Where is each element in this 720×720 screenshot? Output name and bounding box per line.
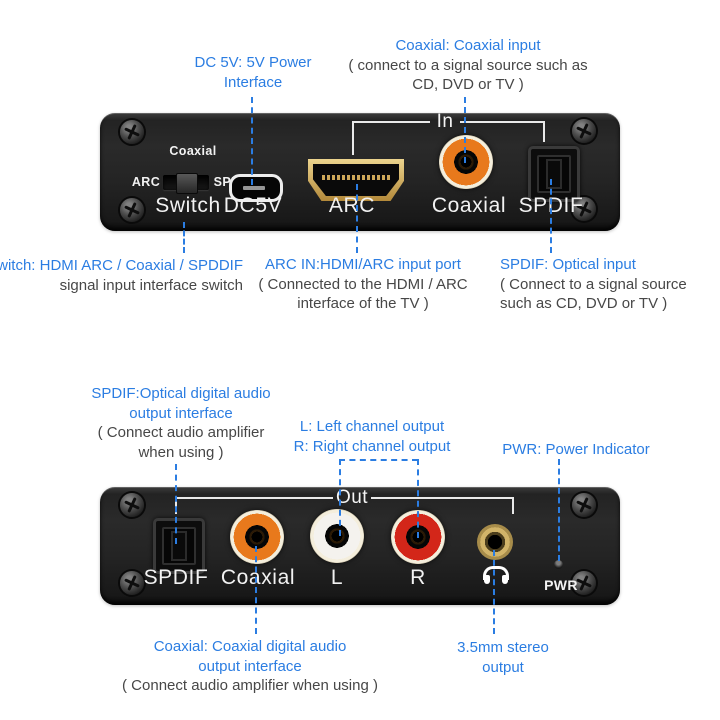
port-label-switch: Switch	[155, 194, 221, 217]
out-group-bracket-drop	[512, 497, 514, 514]
port-label-left: L	[330, 566, 344, 589]
annotation-title: ARC IN:HDMI/ARC input port	[265, 256, 461, 273]
out-group-bracket-line	[371, 497, 512, 499]
micro-usb-power-port	[229, 174, 283, 202]
port-label-pwr: PWR	[544, 577, 578, 593]
leader-left-channel	[339, 459, 341, 536]
out-group-label: Out	[335, 487, 369, 508]
coaxial-input-annotation: Coaxial: Coaxial input ( connect to a si…	[348, 36, 587, 95]
port-label-coaxial-in: Coaxial	[431, 194, 507, 217]
spdif-optical-output-port	[153, 518, 205, 574]
annotation-line: when using )	[138, 443, 224, 461]
spdif-output-annotation: SPDIF:Optical digital audio output inter…	[91, 384, 270, 462]
switch-option-coaxial: Coaxial	[169, 144, 217, 158]
in-group-bracket-line	[460, 121, 543, 123]
port-label-arc: ARC	[328, 194, 376, 217]
annotation-line: ( Connect audio amplifier when using )	[122, 677, 378, 694]
in-group-bracket-drop	[352, 121, 354, 155]
phillips-screw-icon	[572, 493, 596, 517]
hdmi-port-pins	[322, 175, 390, 180]
spdif-optical-input-port	[528, 146, 580, 202]
annotation-title: SPDIF: Optical input	[500, 256, 636, 273]
annotation-title: output interface	[198, 657, 302, 675]
input-select-switch	[163, 173, 209, 194]
annotation-title: output interface	[129, 404, 233, 422]
port-label-dc5v: DC5V	[223, 194, 283, 217]
leader-coaxial-output	[255, 546, 257, 634]
leader-dc5v	[251, 97, 253, 185]
in-group-bracket-drop	[543, 121, 545, 142]
annotation-line: DC 5V: 5V Power	[194, 54, 312, 71]
switch-annotation: Switch: HDMI ARC / Coaxial / SPDDIF sign…	[0, 256, 243, 295]
annotation-line: ( connect to a signal source such as	[348, 56, 588, 74]
stereo-output-annotation: 3.5mm stereo output	[457, 638, 549, 677]
annotation-title: Coaxial: Coaxial input	[395, 37, 541, 54]
switch-option-arc: ARC	[131, 175, 161, 189]
coaxial-input-jack	[439, 135, 493, 189]
port-label-coaxial-out: Coaxial	[220, 566, 296, 589]
switch-knob	[176, 173, 198, 194]
leader-spdif-input	[550, 179, 552, 253]
annotation-line: 3.5mm stereo	[457, 639, 549, 656]
phillips-screw-icon	[120, 493, 144, 517]
annotation-title: Coaxial: Coaxial digital audio	[153, 638, 347, 655]
phillips-screw-icon	[120, 198, 144, 222]
annotation-line: CD, DVD or TV )	[412, 76, 524, 93]
port-label-right: R	[410, 566, 426, 589]
out-group-bracket-line	[175, 497, 333, 499]
annotation-line: R: Right channel output	[293, 437, 451, 455]
dc5v-annotation: DC 5V: 5V Power Interface	[195, 53, 312, 92]
leader-switch	[183, 222, 185, 253]
power-led	[554, 560, 563, 569]
annotation-title: PWR: Power Indicator	[502, 441, 650, 458]
annotation-line: ( Connect to a signal source	[500, 275, 687, 293]
annotation-line: L: Left channel output	[299, 418, 445, 435]
annotation-title: Switch: HDMI ARC / Coaxial / SPDDIF	[0, 257, 243, 274]
annotation-line: such as CD, DVD or TV )	[500, 295, 668, 312]
phillips-screw-icon	[572, 119, 596, 143]
annotation-line: signal input interface switch	[59, 276, 243, 294]
annotation-line: interface of the TV )	[297, 295, 429, 312]
leader-pwr	[558, 459, 560, 561]
arc-input-annotation: ARC IN:HDMI/ARC input port ( Connected t…	[258, 255, 467, 314]
port-label-spdif-out: SPDIF	[143, 566, 209, 589]
leader-stereo-output	[493, 550, 495, 634]
annotation-line: Interface	[223, 73, 283, 91]
phillips-screw-icon	[572, 571, 596, 595]
leader-right-channel	[417, 459, 419, 538]
phillips-screw-icon	[120, 120, 144, 144]
device-input-panel: In Coaxial ARC SPDIF Switch DC5V ARC Coa…	[100, 111, 620, 231]
coaxial-output-annotation: Coaxial: Coaxial digital audio output in…	[122, 637, 378, 696]
in-group-label: In	[436, 111, 454, 132]
left-channel-rca-jack	[310, 509, 364, 563]
leader-arc	[356, 184, 358, 253]
device-output-panel: Out SPDIF Coaxial L R PWR	[100, 487, 620, 605]
leader-spdif-output	[175, 464, 177, 544]
pwr-annotation: PWR: Power Indicator	[502, 440, 650, 460]
headphone-icon	[483, 566, 509, 584]
in-group-bracket-line	[352, 121, 430, 123]
headphone-jack-35mm	[477, 524, 513, 560]
coaxial-output-jack	[230, 510, 284, 564]
annotation-line: ( Connect audio amplifier	[97, 424, 265, 441]
leader-coaxial-input	[464, 97, 466, 163]
phillips-screw-icon	[120, 571, 144, 595]
annotation-line: output	[482, 658, 524, 676]
annotation-line: ( Connected to the HDMI / ARC	[258, 275, 468, 293]
annotation-title: SPDIF:Optical digital audio	[91, 385, 271, 402]
leader-lr-bracket	[339, 459, 418, 461]
spdif-input-annotation: SPDIF: Optical input ( Connect to a sign…	[500, 255, 687, 314]
lr-output-annotation: L: Left channel output R: Right channel …	[294, 417, 451, 456]
